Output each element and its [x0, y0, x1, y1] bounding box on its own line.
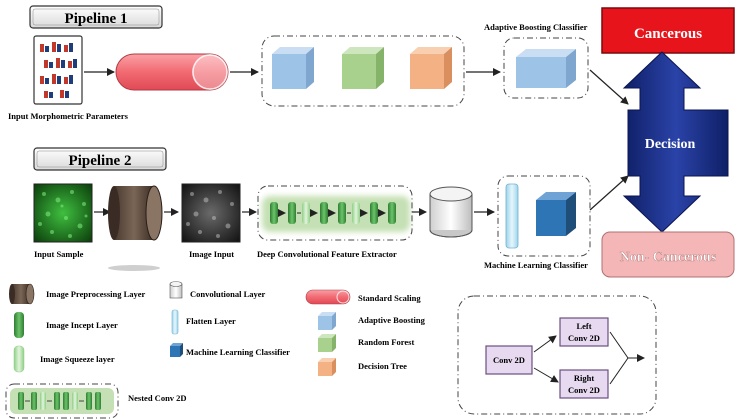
- svg-text:Image Preprocessing Layer: Image Preprocessing Layer: [46, 289, 146, 299]
- svg-text:Convolutional Layer: Convolutional Layer: [190, 289, 266, 299]
- nested-conv-block-2: [320, 202, 360, 224]
- arrow-conv-to-right: [533, 367, 559, 383]
- svg-text:Left: Left: [576, 321, 591, 331]
- ml-classifier-cube: [536, 192, 576, 236]
- legend-decision-tree: Decision Tree: [318, 358, 407, 376]
- legend-random-forest: Random Forest: [318, 334, 414, 352]
- legend-adaptive-boosting: Adaptive Boosting: [318, 312, 426, 330]
- input-sample-label: Input Sample: [34, 249, 84, 259]
- image-input-label: Image Input: [189, 249, 234, 259]
- adaboost-cube: [272, 47, 314, 89]
- merge-line-top: [609, 331, 629, 359]
- svg-text:Random Forest: Random Forest: [358, 337, 414, 347]
- nested-conv-block-3: [370, 202, 396, 224]
- random-forest-cube: [342, 47, 384, 89]
- svg-text:Conv 2D: Conv 2D: [568, 333, 600, 343]
- arrow-p1-to-decision: [589, 69, 629, 105]
- svg-text:Adaptive Boosting: Adaptive Boosting: [358, 315, 426, 325]
- input-morphometric-label: Input Morphometric Parameters: [8, 111, 129, 121]
- preprocessing-drum: [108, 185, 163, 241]
- legend-ml-classifier: Machine Learning Classifier: [170, 343, 290, 357]
- input-sample-image: [33, 183, 93, 243]
- adaptive-boosting-classifier-cube: [516, 49, 576, 88]
- svg-text:Image Squeeze layer: Image Squeeze layer: [40, 354, 115, 364]
- legend-incept: Image Incept Layer: [14, 312, 118, 338]
- drum-shadow: [108, 265, 160, 271]
- non-cancerous-label: Non- Cancerous: [620, 250, 717, 265]
- svg-text:Nested Conv 2D: Nested Conv 2D: [128, 393, 187, 403]
- legend-flatten: Flatten Layer: [171, 309, 236, 335]
- merge-line-bottom: [609, 357, 629, 385]
- non-cancerous-output: Non- Cancerous: [601, 231, 735, 278]
- extractor-label: Deep Convolutional Feature Extractor: [257, 249, 397, 259]
- cancerous-output: Cancerous: [601, 7, 735, 54]
- svg-text:Right: Right: [574, 373, 594, 383]
- legend-standard-scaling: Standard Scaling: [305, 289, 421, 305]
- pipeline2-title: Pipeline 2: [69, 153, 132, 169]
- right-conv2d-box: Right Conv 2D: [559, 369, 609, 399]
- legend-nested-conv2d: Nested Conv 2D: [5, 383, 187, 419]
- ensemble-group: [261, 35, 465, 107]
- classifier-group: [503, 37, 589, 99]
- nested-conv-block-1: [270, 202, 310, 224]
- left-conv2d-box: Left Conv 2D: [559, 317, 609, 347]
- legend-convolutional: Convolutional Layer: [169, 281, 266, 299]
- ml-classifier-group: [497, 175, 591, 257]
- pipeline1-title: Pipeline 1: [65, 11, 128, 27]
- legend-preprocessing: Image Preprocessing Layer: [9, 283, 146, 305]
- legend-squeeze: Image Squeeze layer: [13, 345, 115, 373]
- decision-double-arrow: Decision: [622, 51, 729, 233]
- pipeline2-title-box: Pipeline 2: [33, 147, 167, 171]
- decision-label: Decision: [645, 137, 696, 152]
- svg-text:Standard Scaling: Standard Scaling: [358, 293, 421, 303]
- svg-text:Machine Learning Classifier: Machine Learning Classifier: [186, 347, 290, 357]
- spreadsheet-icon: [33, 35, 83, 105]
- image-input-image: [181, 183, 241, 243]
- svg-text:Conv 2D: Conv 2D: [568, 385, 600, 395]
- arrow-conv-to-left: [533, 335, 557, 353]
- arrow-p2-to-decision: [589, 175, 629, 211]
- flatten-layer: [505, 183, 519, 249]
- adaptive-boosting-classifier-label: Adaptive Boosting Classifier: [484, 22, 588, 32]
- decision-tree-cube: [410, 47, 452, 89]
- standard-scaling-pill: [115, 53, 229, 91]
- nested-conv-detail-box: [457, 295, 657, 415]
- convolutional-cylinder: [429, 186, 473, 238]
- cancerous-label: Cancerous: [634, 26, 702, 42]
- feature-extractor-group: [257, 185, 413, 241]
- ml-classifier-label: Machine Learning Classifier: [484, 260, 588, 270]
- svg-text:Conv 2D: Conv 2D: [493, 355, 525, 365]
- pipeline1-title-box: Pipeline 1: [29, 5, 163, 29]
- svg-text:Decision Tree: Decision Tree: [358, 361, 407, 371]
- svg-text:Flatten Layer: Flatten Layer: [186, 316, 236, 326]
- svg-text:Image Incept Layer: Image Incept Layer: [46, 320, 118, 330]
- conv2d-box: Conv 2D: [485, 345, 533, 375]
